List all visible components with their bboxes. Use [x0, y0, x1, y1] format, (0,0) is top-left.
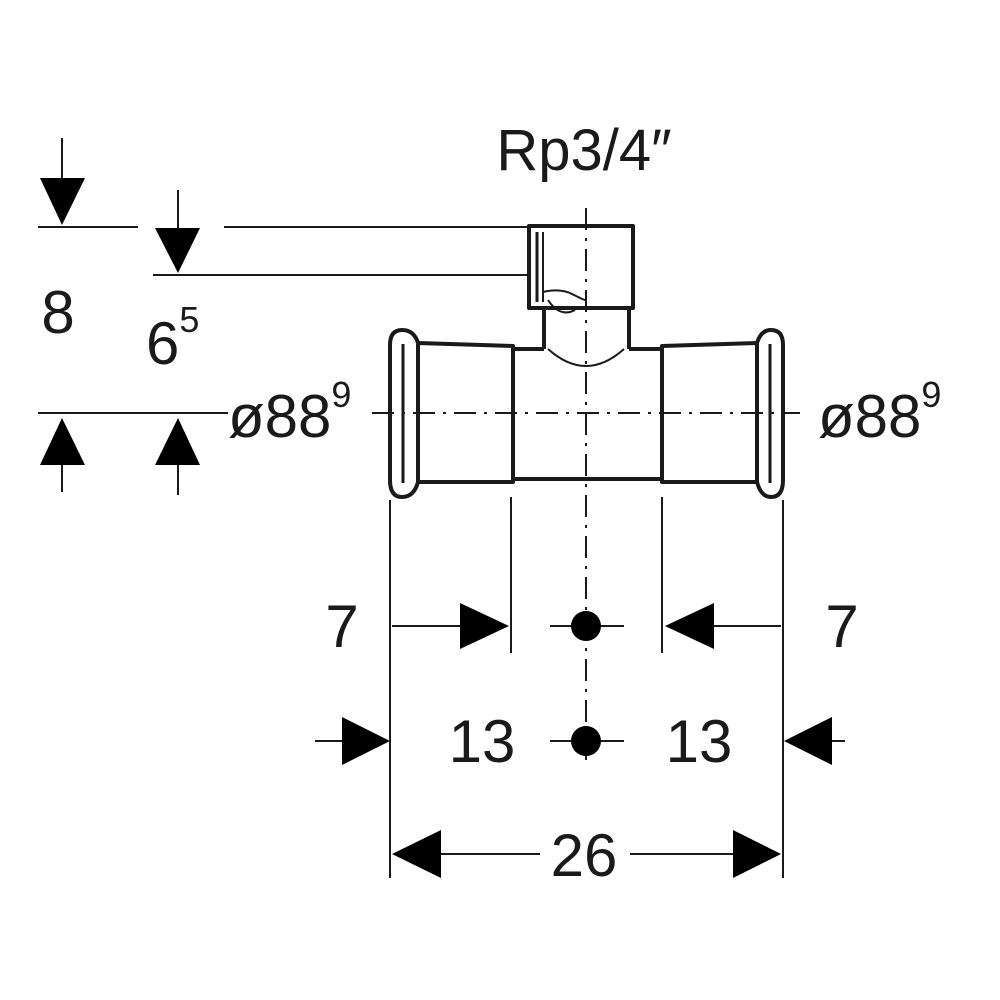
diameter-left-label: ø889: [228, 374, 351, 450]
branch-socket-outline: [527, 224, 635, 310]
arrow-up: [40, 418, 85, 465]
center-point-upper: [571, 611, 601, 641]
arrow-right: [342, 717, 390, 765]
insertion-dimension-right: 7: [665, 593, 859, 660]
arrow-left: [392, 830, 441, 878]
half-length-right-label: 13: [666, 708, 733, 775]
left-press-socket: [388, 328, 515, 499]
half-length-dimension-right: 13: [666, 708, 845, 775]
arrow-right: [733, 830, 781, 878]
total-length-label: 26: [551, 822, 618, 889]
height-dimension-6-5: 65: [146, 190, 527, 495]
half-length-left-label: 13: [449, 708, 516, 775]
height-socket-label: 65: [146, 299, 199, 377]
diameter-right-label: ø889: [818, 374, 941, 450]
connection-label: Rp3/4″: [496, 118, 671, 183]
arrow-up: [155, 418, 200, 465]
arrow-down: [155, 228, 200, 273]
total-length-dimension: 26: [392, 822, 781, 889]
height-total-label: 8: [41, 279, 74, 346]
height-dimension-8: 8: [38, 138, 527, 492]
half-length-dimension-left: 13: [315, 708, 515, 775]
thread-end-curve: [542, 289, 586, 301]
branch-intersection-curve: [547, 348, 625, 367]
tee-fitting-body: [372, 208, 800, 760]
arrow-left: [784, 717, 832, 765]
arrow-right: [460, 603, 509, 649]
thread-end-curve-2: [547, 299, 576, 314]
insertion-dimension-left: 7: [325, 593, 509, 660]
insertion-left-label: 7: [325, 593, 358, 660]
arrow-down: [40, 178, 85, 225]
insertion-right-label: 7: [825, 593, 858, 660]
arrow-left: [665, 603, 714, 649]
center-point-lower: [571, 726, 601, 756]
bottom-extension-lines: [389, 497, 784, 878]
